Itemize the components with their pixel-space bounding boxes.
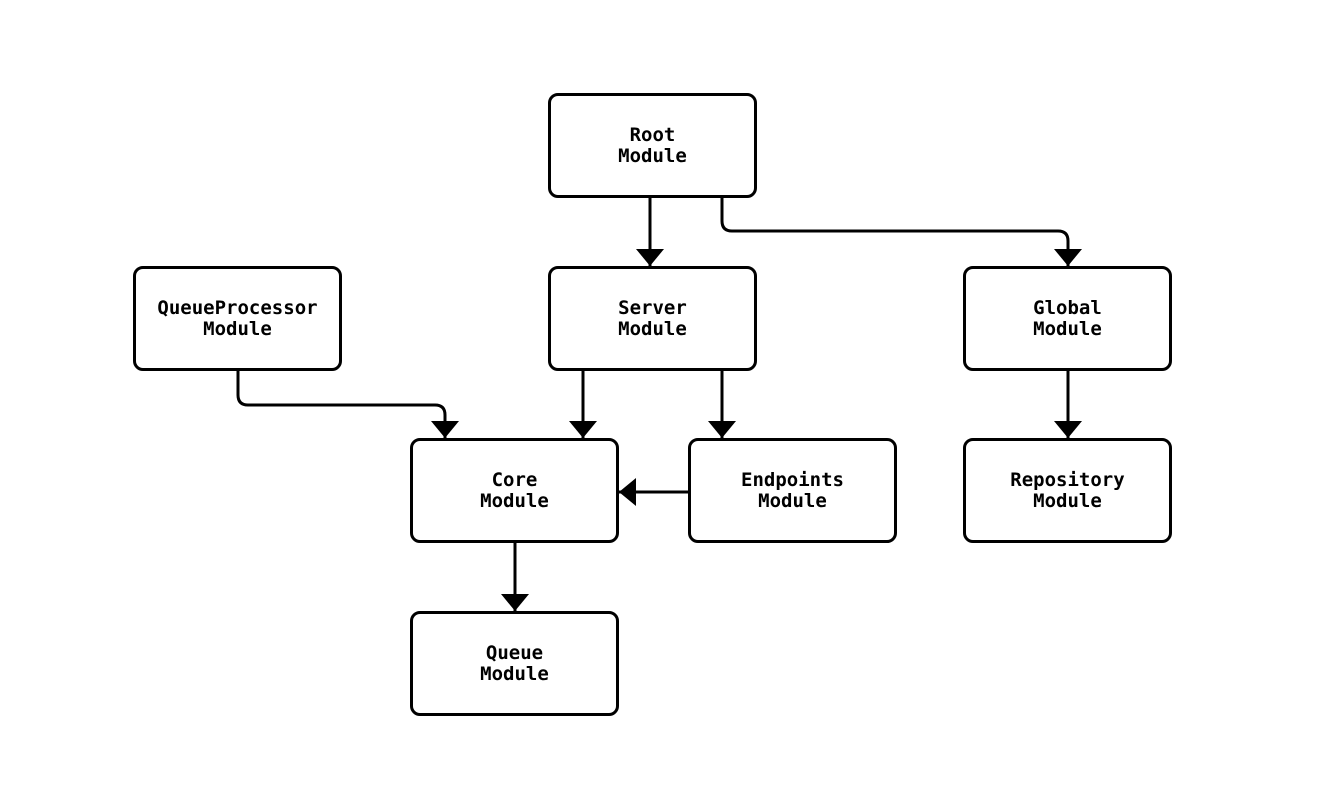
node-label-root: Root Module <box>618 123 687 167</box>
node-core-module: Core Module <box>410 438 619 543</box>
node-label-global: Global Module <box>1033 296 1102 340</box>
node-global-module: Global Module <box>963 266 1172 371</box>
node-queue-module: Queue Module <box>410 611 619 716</box>
node-queueprocessor-module: QueueProcessor Module <box>133 266 342 371</box>
node-label-queue: Queue Module <box>480 641 549 685</box>
node-root-module: Root Module <box>548 93 757 198</box>
node-server-module: Server Module <box>548 266 757 371</box>
node-label-server: Server Module <box>618 296 687 340</box>
edge-queueprocessor-to-core <box>236 371 459 438</box>
node-label-queueprocessor: QueueProcessor Module <box>157 296 318 340</box>
node-endpoints-module: Endpoints Module <box>688 438 897 543</box>
node-label-core: Core Module <box>480 468 549 512</box>
node-repository-module: Repository Module <box>963 438 1172 543</box>
node-label-repository: Repository Module <box>1010 468 1125 512</box>
edge-root-to-global <box>720 198 1082 266</box>
node-label-endpoints: Endpoints Module <box>741 468 844 512</box>
